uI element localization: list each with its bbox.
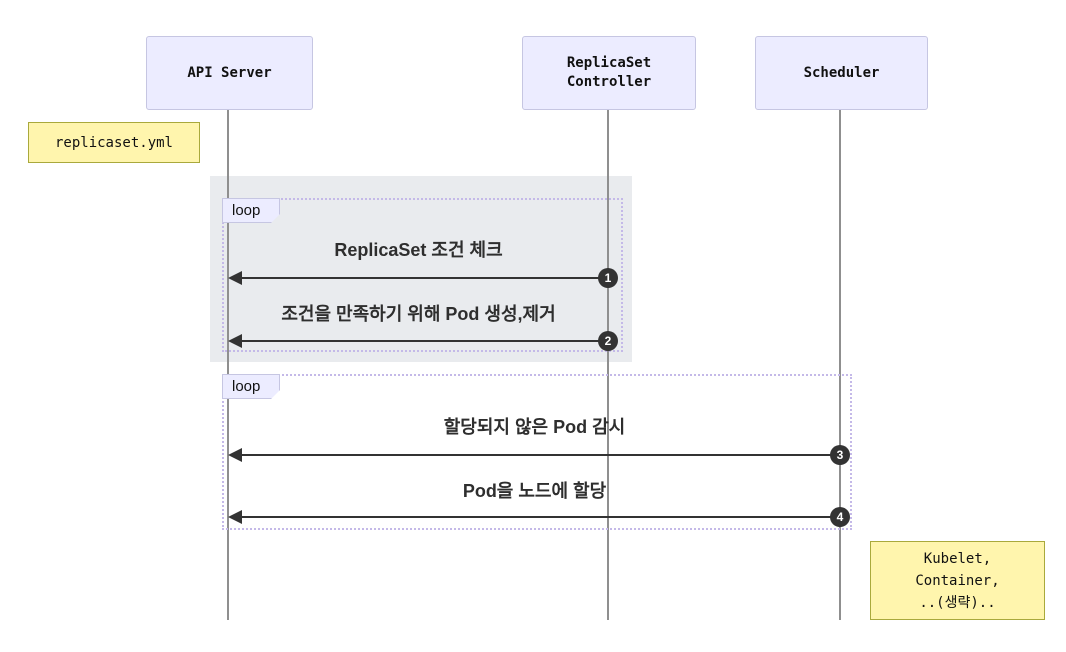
participant-label-line: ReplicaSet	[566, 55, 652, 71]
sequence-number-badge-1: 1	[598, 268, 618, 288]
note-text-line: Container,	[915, 572, 1000, 589]
loop-label-text: loop	[232, 202, 261, 219]
sequence-number-badge-4: 4	[830, 507, 850, 527]
note-text-line: replicaset.yml	[54, 134, 173, 151]
lifeline-replicaset-controller	[607, 110, 609, 620]
loop-frame-1	[222, 198, 623, 352]
participant-label: API Server	[187, 64, 272, 81]
arrow-head-left-icon	[228, 271, 242, 285]
loop-frame-2	[222, 374, 852, 530]
loop-label-2: loop	[222, 374, 280, 399]
sequence-number-badge-2: 2	[598, 331, 618, 351]
lifeline-api-server	[227, 110, 229, 620]
message-text-1: ReplicaSet 조건 체크	[334, 240, 503, 260]
arrow-head-left-icon	[228, 334, 242, 348]
message-text-2: 조건을 만족하기 위해 Pod 생성,제거	[281, 304, 556, 324]
arrow-head-left-icon	[228, 448, 242, 462]
participant-label-line: Controller	[566, 74, 652, 90]
loop-label-1: loop	[222, 198, 280, 223]
participant-api-server: API Server	[146, 36, 313, 110]
highlight-rect	[210, 176, 632, 362]
message-arrow-1	[240, 277, 609, 279]
note-kubelet-container: Kubelet, Container, ..(생략)..	[870, 541, 1045, 620]
participant-label: Scheduler	[803, 64, 880, 81]
loop-label-text: loop	[232, 378, 261, 395]
message-text-3: 할당되지 않은 Pod 감시	[443, 417, 626, 437]
message-text-4: Pod을 노드에 할당	[462, 481, 607, 501]
note-text-line: ..(생략)..	[919, 594, 996, 611]
sequence-number-badge-3: 3	[830, 445, 850, 465]
message-arrow-2	[240, 340, 609, 342]
participant-replicaset-controller: ReplicaSet Controller	[522, 36, 696, 110]
note-replicaset-yml: replicaset.yml	[28, 122, 200, 163]
participant-scheduler: Scheduler	[755, 36, 928, 110]
message-arrow-3	[240, 454, 841, 456]
arrow-head-left-icon	[228, 510, 242, 524]
message-arrow-4	[240, 516, 841, 518]
lifeline-scheduler	[839, 110, 841, 620]
note-text-line: Kubelet,	[923, 550, 992, 567]
